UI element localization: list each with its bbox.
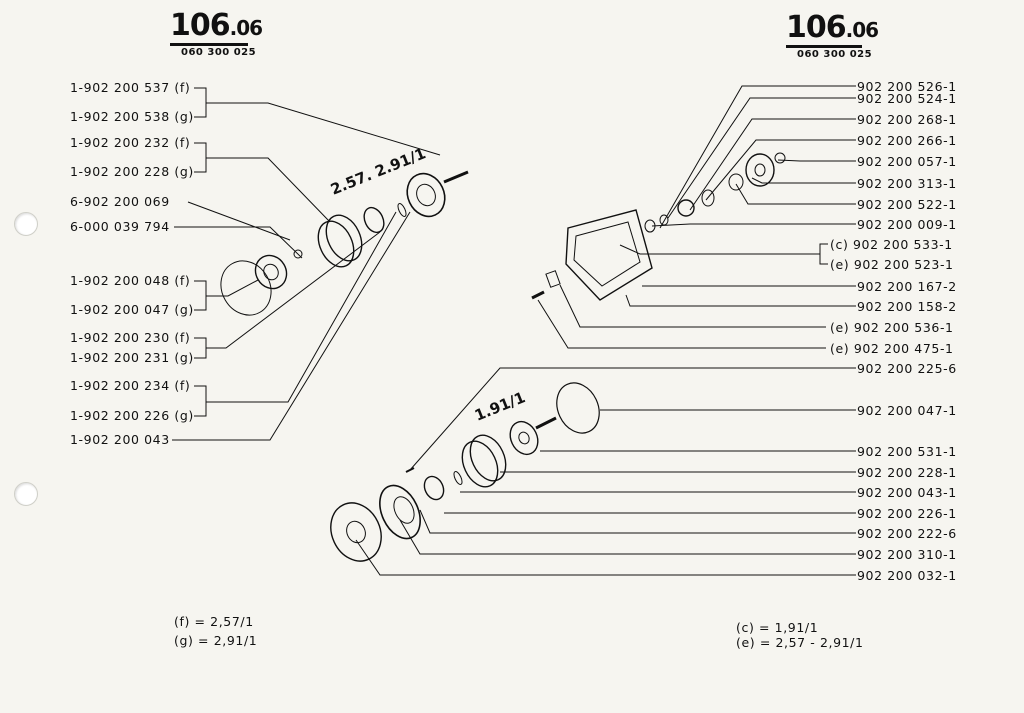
part-label: 902 200 526-1 (857, 79, 957, 94)
part-label: 1-902 200 234 (f) (70, 378, 191, 393)
legend-left-line: (g) = 2,91/1 (174, 633, 258, 648)
part-label: 902 200 043-1 (857, 485, 957, 500)
part-label: 902 200 310-1 (857, 547, 957, 562)
legend-left-line: (f) = 2,57/1 (174, 614, 254, 629)
part-label: 902 200 268-1 (857, 112, 957, 127)
part-label: 902 200 226-1 (857, 506, 957, 521)
part-label: 902 200 531-1 (857, 444, 957, 459)
part-label: 902 200 522-1 (857, 197, 957, 212)
page-subcode-right: 060 300 025 (797, 49, 873, 60)
part-label: 902 200 047-1 (857, 403, 957, 418)
part-label: 1-902 200 230 (f) (70, 330, 191, 345)
part-label: 902 200 158-2 (857, 299, 957, 314)
part-label: (e) 902 200 536-1 (830, 320, 954, 335)
part-label: 1-902 200 232 (f) (70, 135, 191, 150)
part-label: (e) 902 200 523-1 (830, 257, 954, 272)
legend-right-line: (c) = 1,91/1 (736, 620, 819, 635)
page-code-left-rule (170, 43, 248, 46)
page-subcode-left: 060 300 025 (181, 47, 257, 58)
part-label: 1-902 200 226 (g) (70, 408, 194, 423)
legend-right-line: (e) = 2,57 - 2,91/1 (736, 635, 864, 650)
part-label: 902 200 167-2 (857, 279, 957, 294)
part-label: 1-902 200 231 (g) (70, 350, 194, 365)
binder-hole-bottom (14, 482, 38, 506)
binder-hole-top (14, 212, 38, 236)
part-label: 902 200 313-1 (857, 176, 957, 191)
part-label: (e) 902 200 475-1 (830, 341, 954, 356)
part-label: 902 200 032-1 (857, 568, 957, 583)
part-label: (c) 902 200 533-1 (830, 237, 953, 252)
part-label: 902 200 524-1 (857, 91, 957, 106)
part-label: 902 200 228-1 (857, 465, 957, 480)
part-label: 902 200 266-1 (857, 133, 957, 148)
part-label: 902 200 009-1 (857, 217, 957, 232)
page-code-left: 106.06 (170, 8, 263, 43)
page-code-right: 106.06 (786, 10, 879, 45)
part-label: 1-902 200 538 (g) (70, 109, 194, 124)
part-label: 902 200 225-6 (857, 361, 957, 376)
part-label: 6-902 200 069 (70, 194, 170, 209)
part-label: 902 200 222-6 (857, 526, 957, 541)
part-label: 1-902 200 537 (f) (70, 80, 191, 95)
part-label: 1-902 200 043 (70, 432, 170, 447)
page-code-right-rule (786, 45, 862, 48)
part-label: 902 200 057-1 (857, 154, 957, 169)
part-label: 1-902 200 047 (g) (70, 302, 194, 317)
part-label: 6-000 039 794 (70, 219, 170, 234)
part-label: 1-902 200 228 (g) (70, 164, 194, 179)
part-label: 1-902 200 048 (f) (70, 273, 191, 288)
